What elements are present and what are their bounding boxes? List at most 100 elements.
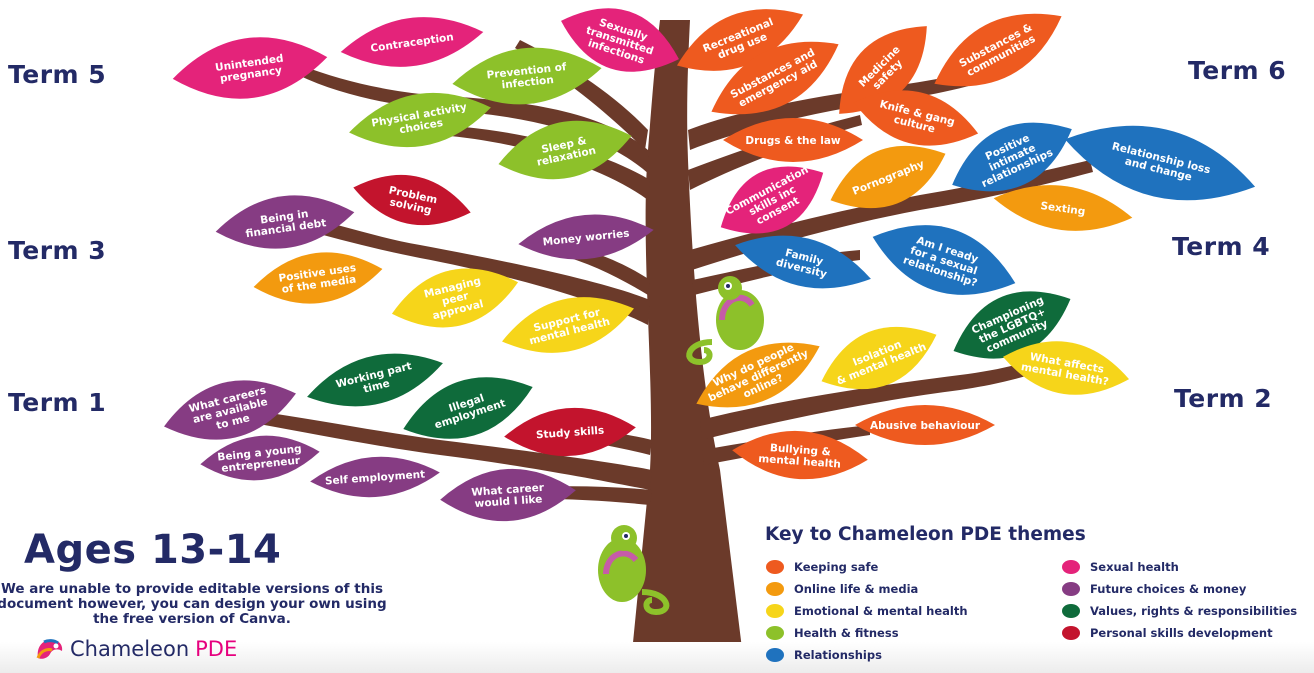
leaf: Relationship lossand change	[1064, 125, 1256, 201]
key-color-dot	[1062, 604, 1080, 618]
term-5-label: Term 5	[8, 60, 107, 89]
leaf-label: What careerwould I like	[471, 482, 546, 511]
key-color-dot	[766, 626, 784, 640]
brand-logo: Chameleon PDE	[34, 636, 237, 662]
key-label: Online life & media	[794, 582, 919, 596]
key-color-dot	[766, 648, 784, 662]
key-item: Keeping safe	[766, 560, 878, 574]
leaf-label: Bullying &mental health	[758, 441, 842, 470]
leaf-shape	[164, 380, 296, 440]
leaf-shape	[1002, 341, 1130, 395]
term-4-label: Term 4	[1172, 232, 1271, 261]
leaf-shape	[711, 41, 839, 115]
leaf-shape	[952, 122, 1072, 192]
leaf-shape	[830, 145, 946, 209]
leaf: Bullying &mental health	[732, 430, 868, 480]
term-2-label: Term 2	[1174, 384, 1273, 413]
leaf-shape	[720, 166, 824, 234]
leaf-shape	[953, 291, 1071, 359]
term-6-label: Term 6	[1188, 56, 1287, 85]
leaf-shape	[452, 47, 602, 105]
leaf-shape	[349, 92, 491, 148]
leaf-shape	[821, 326, 937, 390]
leaf-label: Positiveintimaterelationships	[970, 126, 1055, 190]
page-title: Ages 13-14	[24, 527, 282, 573]
chameleon-logo-icon	[36, 639, 63, 659]
leaf-shape	[310, 456, 440, 498]
key-item: Future choices & money	[1062, 582, 1246, 596]
leaf-shape	[993, 185, 1133, 231]
leaf-shape	[498, 120, 632, 180]
leaf: Positive usesof the media	[253, 252, 383, 304]
leaf: Illegalemployment	[403, 377, 533, 439]
chameleon-illustration-upper	[686, 276, 764, 366]
key-item: Emotional & mental health	[766, 604, 968, 618]
key-label: Relationships	[794, 648, 882, 662]
leaf-shape	[340, 17, 484, 67]
leaf-shape	[872, 225, 1016, 295]
leaf-shape	[253, 252, 383, 304]
leaf: Abusive behaviour	[855, 405, 995, 445]
leaf-shape	[1064, 125, 1256, 201]
key-label: Future choices & money	[1090, 582, 1247, 596]
leaf-shape	[853, 90, 979, 146]
key-title: Key to Chameleon PDE themes	[765, 524, 1086, 545]
leaf-shape	[839, 26, 927, 114]
key-item: Health & fitness	[766, 626, 899, 640]
leaf: Being a youngentrepreneur	[200, 435, 320, 481]
brand-name: Chameleon	[70, 637, 190, 661]
leaf-shape	[723, 118, 863, 162]
footer-band	[0, 642, 1314, 673]
leaf-shape	[200, 435, 320, 481]
leaf-shape	[215, 195, 355, 249]
leaf: What careerwould I like	[440, 468, 576, 522]
key-item: Values, rights & responsibilities	[1062, 604, 1297, 618]
leaf-shape	[440, 468, 576, 522]
key-color-dot	[766, 604, 784, 618]
leaf-shape	[732, 430, 868, 480]
key-color-dot	[1062, 626, 1080, 640]
leaf-shape	[403, 377, 533, 439]
leaf-shape	[676, 9, 804, 71]
leaf: Money worries	[518, 214, 654, 260]
leaf: Sexuallytransmittedinfections	[561, 8, 679, 72]
key-label: Sexual health	[1090, 560, 1179, 574]
leaf: Familydiversity	[735, 235, 871, 289]
leaf-shape	[934, 13, 1062, 87]
leaf-shape	[561, 8, 679, 72]
brand-suffix: PDE	[195, 637, 238, 661]
leaf: Sleep &relaxation	[498, 120, 632, 180]
leaf: Positiveintimaterelationships	[952, 122, 1072, 192]
leaf: Knife & gangculture	[853, 90, 979, 146]
key-label: Health & fitness	[794, 626, 899, 640]
leaf: What affectsmental health?	[1002, 341, 1130, 395]
term-3-label: Term 3	[8, 236, 107, 265]
editable-versions-note: We are unable to provide editable versio…	[0, 581, 387, 627]
key-label: Keeping safe	[794, 560, 879, 574]
leaf-shape	[502, 297, 634, 353]
leaf: Problemsolving	[353, 174, 471, 226]
leaf: Substances andemergency aid	[711, 41, 839, 115]
key-item: Sexual health	[1062, 560, 1179, 574]
leaf: Study skills	[504, 407, 636, 457]
leaf-shape	[504, 407, 636, 457]
chameleon-illustration-lower	[598, 525, 670, 616]
leaf: Self employment	[310, 456, 440, 498]
leaf: Managingpeerapproval	[391, 268, 519, 328]
key-item: Relationships	[766, 648, 882, 662]
key-label: Values, rights & responsibilities	[1090, 604, 1298, 618]
key-color-dot	[766, 560, 784, 574]
leaf-shape	[391, 268, 519, 328]
key-item: Online life & media	[766, 582, 918, 596]
leaf: Drugs & the law	[723, 118, 863, 162]
leaf-label: Study skills	[536, 425, 605, 442]
leaf: Substances &communities	[934, 13, 1062, 87]
key-color-dot	[1062, 582, 1080, 596]
key-label: Emotional & mental health	[794, 604, 968, 618]
leaf: Support formental health	[502, 297, 634, 353]
leaf: Medicinesafety	[839, 26, 927, 114]
leaf-shape	[353, 174, 471, 226]
leaf: Physical activitychoices	[349, 92, 491, 148]
